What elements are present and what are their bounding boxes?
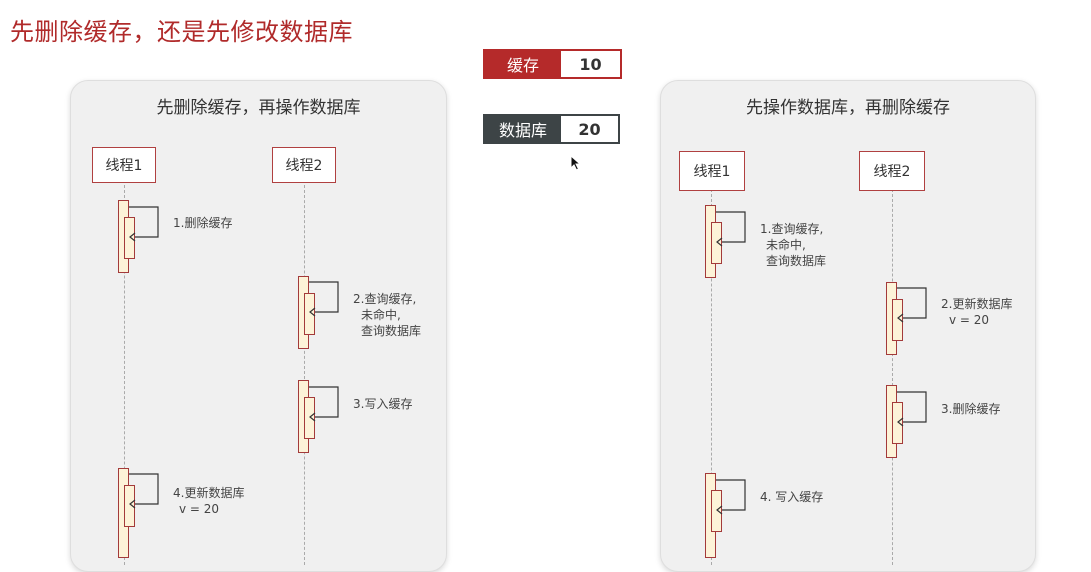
- left-scenario-panel: 先删除缓存，再操作数据库 线程1 线程2 1.删除缓存 2.查询缓存, 未命中,…: [70, 80, 447, 572]
- right-step2-activation-inner: [892, 299, 903, 341]
- right-step3-activation-inner: [892, 402, 903, 444]
- left-step2-self-arrow-icon: [309, 281, 339, 317]
- left-step1-self-arrow-icon: [129, 206, 159, 242]
- left-step4-self-arrow-icon: [129, 473, 159, 509]
- right-thread1-lifeline: [711, 189, 712, 565]
- cache-state-box: 缓存 10: [483, 49, 622, 79]
- right-panel-title: 先操作数据库，再删除缓存: [746, 98, 950, 118]
- right-step1-activation-inner: [711, 222, 722, 264]
- left-thread2-box: 线程2: [272, 147, 336, 183]
- left-step1-label: 1.删除缓存: [173, 216, 233, 230]
- right-step3-label: 3.删除缓存: [941, 402, 1001, 416]
- left-step3-activation-inner: [304, 397, 315, 439]
- right-step2-label: 2.更新数据库 v = 20: [941, 297, 1013, 327]
- left-panel-title: 先删除缓存，再操作数据库: [156, 98, 361, 118]
- right-step1-label: 1.查询缓存, 未命中, 查询数据库: [760, 222, 827, 268]
- right-step3-self-arrow-icon: [897, 391, 927, 427]
- left-thread1-lifeline: [124, 185, 125, 565]
- right-thread2-lifeline: [892, 189, 893, 565]
- right-scenario-panel: 先操作数据库，再删除缓存 线程1 线程2 1.查询缓存, 未命中, 查询数据库 …: [660, 80, 1036, 572]
- right-step1-self-arrow-icon: [716, 211, 746, 247]
- left-step3-label: 3.写入缓存: [353, 397, 413, 411]
- db-state-box: 数据库 20: [483, 114, 620, 144]
- right-step2-self-arrow-icon: [897, 287, 927, 323]
- cache-value: 10: [561, 51, 620, 77]
- right-thread1-box: 线程1: [679, 151, 745, 191]
- cache-label: 缓存: [485, 51, 561, 77]
- db-value: 20: [561, 116, 618, 142]
- right-step4-activation-inner: [711, 490, 722, 532]
- left-thread2-lifeline: [304, 185, 305, 565]
- right-step4-label: 4. 写入缓存: [760, 490, 824, 504]
- left-step3-self-arrow-icon: [309, 386, 339, 422]
- left-step4-label: 4.更新数据库 v = 20: [173, 486, 245, 516]
- right-step4-self-arrow-icon: [716, 479, 746, 515]
- left-step2-activation-inner: [304, 293, 315, 335]
- left-step2-label: 2.查询缓存, 未命中, 查询数据库: [353, 292, 422, 338]
- db-label: 数据库: [485, 116, 561, 142]
- left-thread1-box: 线程1: [92, 147, 156, 183]
- left-step1-activation-inner: [124, 217, 135, 259]
- left-step4-activation-inner: [124, 485, 135, 527]
- right-thread2-box: 线程2: [859, 151, 925, 191]
- page-title: 先删除缓存，还是先修改数据库: [10, 18, 353, 46]
- mouse-cursor-icon: [570, 155, 582, 171]
